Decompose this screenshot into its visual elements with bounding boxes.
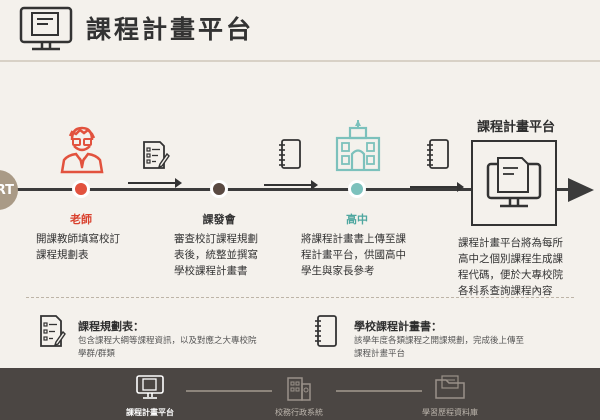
footer-item-admin-system[interactable]: 校務行政系統 — [275, 408, 323, 417]
teacher-icon — [60, 126, 104, 174]
teacher-description: 開課教師填寫校訂 課程規劃表 — [36, 233, 120, 261]
definition-title-plan: 課程規劃表： — [78, 320, 144, 333]
platform-title: 課程計畫平台 — [476, 120, 555, 135]
flow-line — [0, 188, 580, 191]
page-title: 課程計畫平台 — [86, 15, 255, 44]
computer-document-icon — [486, 157, 542, 208]
committee-label: 課發會 — [202, 213, 236, 226]
school-label: 高中 — [346, 213, 368, 226]
flow-arrow-3 — [410, 182, 464, 192]
school-description: 將課程計畫書上傳至課 程計畫平台，供國高中 學生與家長參考 — [301, 233, 406, 277]
notebook-icon — [279, 139, 301, 169]
footer-connector — [186, 390, 272, 392]
platform-description: 課程計畫平台將為每所 高中之個別課程生成課 程代碼，便於大專校院 各科系查詢課程… — [458, 237, 563, 297]
flow-arrowhead — [568, 178, 594, 202]
start-badge: RT — [0, 170, 18, 210]
definition-text-curriculum: 該學年度各類課程之開課規劃，完成後上傳至 課程計畫平台 — [354, 336, 525, 359]
school-building-icon — [335, 120, 381, 172]
notebook-icon — [427, 139, 449, 169]
committee-description: 審查校訂課程規劃 表後，統整並撰寫 學校課程計畫書 — [174, 233, 258, 277]
building-icon[interactable] — [284, 372, 314, 402]
footer-item-course-platform[interactable]: 課程計畫平台 — [126, 408, 174, 417]
teacher-label: 老師 — [70, 213, 92, 226]
footer-item-learning-portfolio[interactable]: 學習歷程資料庫 — [422, 408, 478, 417]
platform-computer-icon[interactable] — [135, 374, 165, 400]
checklist-icon — [40, 315, 66, 347]
flow-arrow-1 — [128, 178, 182, 188]
section-divider — [26, 297, 574, 298]
flow-arrow-2 — [264, 180, 318, 190]
footer-connector — [336, 390, 422, 392]
footer-nav: 課程計畫平台 校務行政系統 學習歷程資料庫 — [0, 368, 600, 420]
platform-node — [471, 140, 557, 226]
title-divider — [0, 60, 600, 62]
folder-icon[interactable] — [434, 374, 466, 400]
platform-computer-icon — [19, 6, 73, 51]
committee-node — [210, 180, 228, 198]
definition-title-curriculum: 學校課程計畫書： — [354, 320, 442, 333]
school-node — [348, 180, 366, 198]
definition-text-plan: 包含課程大綱等課程資訊，以及對應之大專校院 學群/群類 — [78, 336, 257, 359]
checklist-icon — [143, 141, 170, 169]
teacher-node — [72, 180, 90, 198]
notebook-icon — [315, 315, 337, 347]
